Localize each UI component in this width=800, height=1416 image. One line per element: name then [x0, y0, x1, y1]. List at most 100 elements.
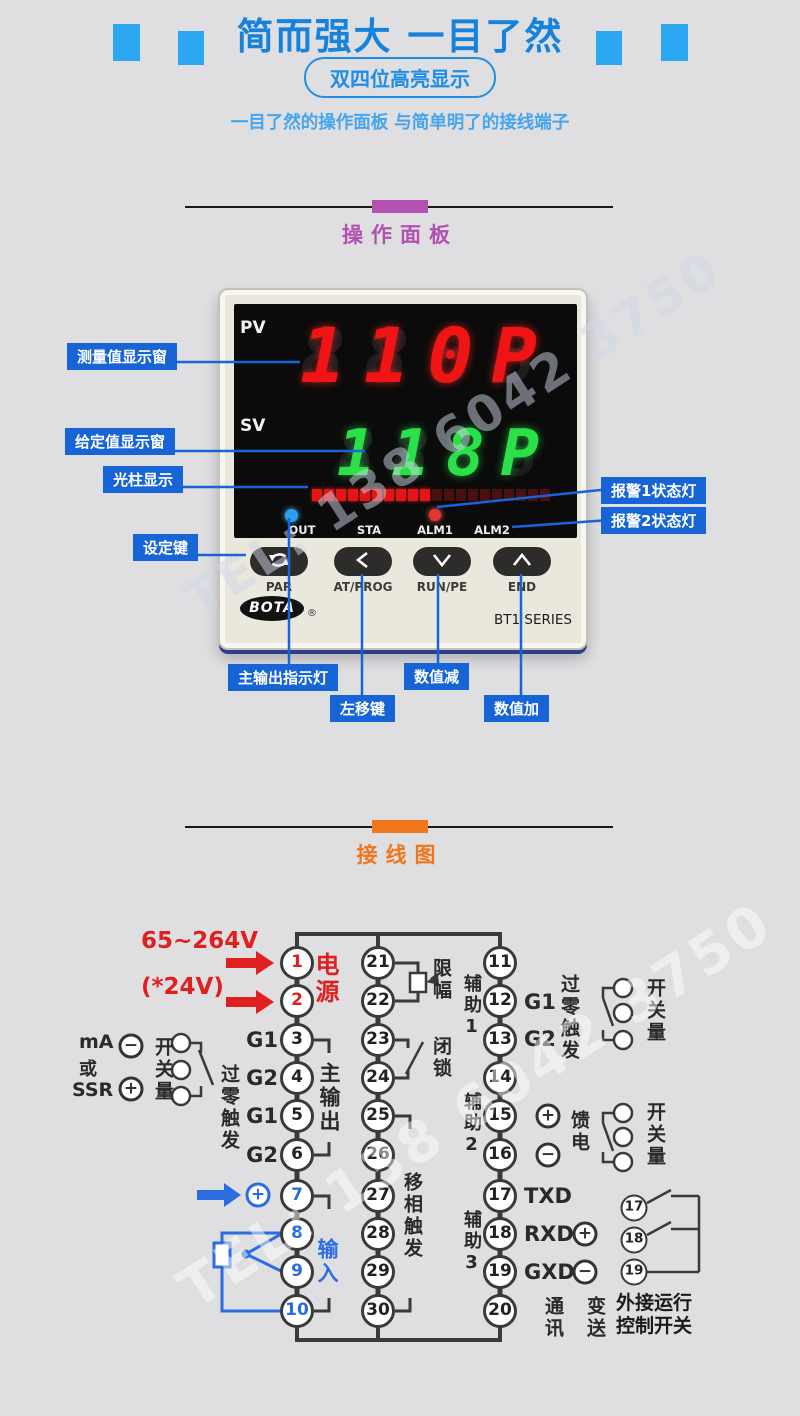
at-prog-button: [334, 547, 392, 576]
voltage-label: 65~264V: [141, 928, 259, 954]
g1-label-t5: G1: [246, 1104, 278, 1128]
callout-sv-window: 给定值显示窗: [65, 428, 176, 455]
deco-square: [596, 31, 622, 65]
end-button-label: END: [507, 580, 537, 594]
par-button-label: PAR: [265, 580, 293, 594]
ssr-label: SSR: [72, 1079, 114, 1101]
callout-alarm2: 报警2状态灯: [601, 507, 707, 534]
gxd-label: GXD: [524, 1260, 575, 1284]
terminal-22: 22: [361, 984, 395, 1018]
out-indicator-dot: [285, 509, 298, 522]
terminal-2: 2: [280, 984, 314, 1018]
transmit-label: 变送: [584, 1296, 606, 1340]
zero-cross-label-left: 过零触发: [218, 1064, 240, 1152]
terminal-19: 19: [483, 1255, 517, 1289]
light-bar-cell: [408, 489, 418, 501]
par-button: [250, 547, 308, 576]
light-bar-cell: [516, 489, 526, 501]
light-bar-cell: [480, 489, 490, 501]
sv-value: 118P: [336, 417, 555, 491]
terminal-18: 18: [483, 1217, 517, 1251]
terminal-10: 10: [280, 1294, 314, 1328]
end-button: [493, 547, 551, 576]
light-bar-cell: [504, 489, 514, 501]
plus-circle-t15: +: [535, 1103, 561, 1129]
pv-label: PV: [240, 318, 266, 338]
terminal-16: 16: [483, 1138, 517, 1172]
light-bar-cell: [312, 489, 322, 501]
callout-main-output: 主输出指示灯: [228, 664, 339, 691]
light-bar-cell: [492, 489, 502, 501]
terminal-27: 27: [361, 1179, 395, 1213]
minus-circle-t16: −: [535, 1142, 561, 1168]
section-title-wiring: 接线图: [356, 843, 444, 867]
limit-label: 限幅: [430, 958, 452, 1002]
brand-logo: BOTA: [240, 596, 304, 621]
pv-ghost-segments: 8888: [299, 311, 555, 400]
light-bar-cell: [348, 489, 358, 501]
terminal-6: 6: [280, 1138, 314, 1172]
voltage-alt-label: (*24V): [141, 974, 224, 1000]
ext-switch-label-1: 外接运行: [616, 1292, 693, 1314]
plus-circle-rxd: +: [572, 1221, 598, 1247]
at-prog-button-label: AT/PROG: [333, 580, 393, 594]
aux3-label: 辅助3: [461, 1210, 482, 1276]
terminal-12: 12: [483, 984, 517, 1018]
light-bar-cell: [396, 489, 406, 501]
terminal-11: 11: [483, 946, 517, 980]
page-subtitle: 一目了然的操作面板 与简单明了的接线端子: [230, 113, 570, 133]
chevron-up-icon: [510, 551, 534, 573]
callout-value-dec: 数值减: [404, 663, 470, 690]
callout-left-key: 左移键: [330, 695, 396, 722]
power-label: 电源: [311, 952, 339, 1006]
minus-circle-ma: −: [118, 1033, 144, 1059]
led-display: PV SV 8888 110P 8888 118P OUT STA ALM1 A…: [234, 304, 577, 538]
deco-square: [661, 24, 688, 61]
rxd-label: RXD: [524, 1222, 574, 1246]
loop-icon: [266, 550, 292, 574]
terminal-5: 5: [280, 1099, 314, 1133]
divider-marker: [372, 820, 428, 833]
light-bar-cell: [420, 489, 430, 501]
terminal-28: 28: [361, 1217, 395, 1251]
plus-circle-ssr: +: [118, 1076, 144, 1102]
terminal-17: 17: [483, 1179, 517, 1213]
ext-terminal-17: 17: [620, 1194, 648, 1222]
page-title: 简而强大 一目了然: [236, 15, 564, 58]
minus-circle-gxd: −: [572, 1259, 598, 1285]
ext-switch-label-2: 控制开关: [616, 1315, 693, 1337]
aux1-label: 辅助1: [461, 974, 482, 1040]
chevron-left-icon: [352, 550, 374, 574]
terminal-7: 7: [280, 1179, 314, 1213]
g2-label-t4: G2: [246, 1066, 278, 1090]
or-label: 或: [79, 1059, 97, 1080]
run-pe-button: [413, 547, 471, 576]
callout-set-key: 设定键: [133, 534, 199, 561]
zero-cross-label-right: 过零触发: [558, 974, 580, 1062]
interlock-label: 闭锁: [430, 1036, 452, 1080]
g2-label-t13: G2: [524, 1027, 556, 1051]
pv-value: 110P: [299, 311, 555, 400]
terminal-4: 4: [280, 1061, 314, 1095]
terminal-9: 9: [280, 1255, 314, 1289]
terminal-25: 25: [361, 1099, 395, 1133]
terminal-23: 23: [361, 1023, 395, 1057]
chevron-down-icon: [430, 551, 454, 573]
registered-mark: ®: [307, 608, 317, 619]
terminal-14: 14: [483, 1061, 517, 1095]
indicator-label-sta: STA: [356, 523, 382, 537]
g1-label-t3: G1: [246, 1028, 278, 1052]
deco-square: [113, 24, 140, 61]
light-bar-cell: [540, 489, 550, 501]
light-bar-cell: [372, 489, 382, 501]
ext-terminal-19: 19: [620, 1258, 648, 1286]
terminal-21: 21: [361, 946, 395, 980]
ma-label: mA: [79, 1031, 114, 1053]
light-bar-cell: [528, 489, 538, 501]
plus-circle-input: +: [245, 1182, 271, 1208]
callout-alarm1: 报警1状态灯: [601, 477, 707, 504]
terminal-8: 8: [280, 1217, 314, 1251]
light-bar-cell: [384, 489, 394, 501]
callout-light-bar: 光柱显示: [103, 466, 184, 493]
terminal-24: 24: [361, 1061, 395, 1095]
